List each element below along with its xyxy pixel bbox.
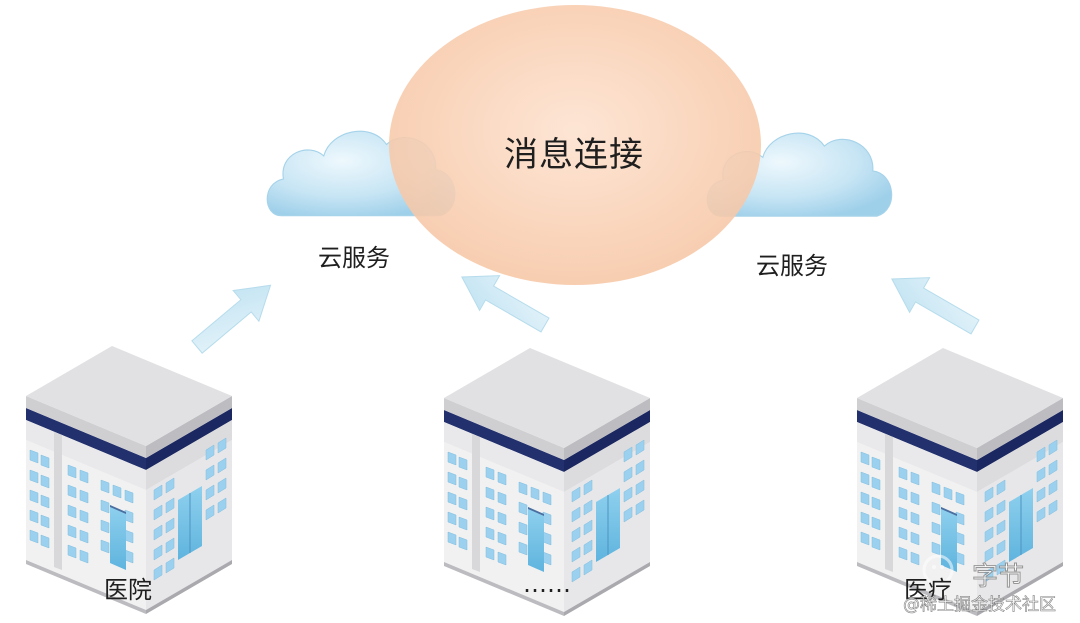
building-right-label: 医疗 [904,576,952,604]
watermark-top: 字节 [971,562,1025,593]
arrow-left [183,269,284,363]
building-right [856,347,1064,617]
cloud-left-label: 云服务 [318,244,390,272]
watermark-icon [922,554,954,586]
building-middle-label: …… [523,570,571,598]
arrow-right [881,261,986,345]
watermark-bottom: @稀土掘金技术社区 [903,595,1057,616]
center-label: 消息连接 [504,135,644,175]
building-left-label: 医院 [104,576,152,604]
cloud-right-label: 云服务 [756,252,828,280]
message-connection-ellipse [389,5,761,285]
